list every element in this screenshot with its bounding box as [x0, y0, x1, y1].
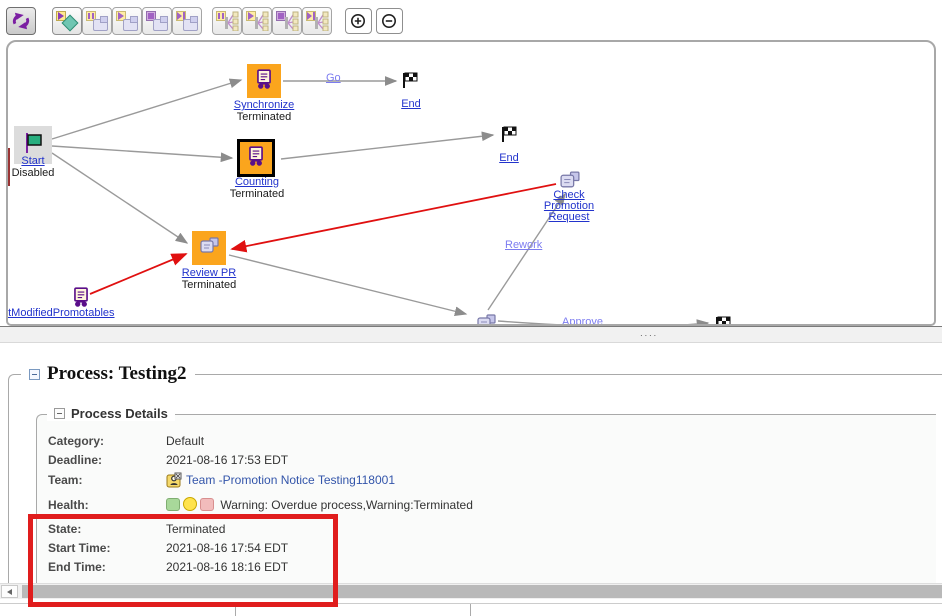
start-flag-icon	[21, 131, 45, 160]
node-start-status: Disabled	[11, 167, 55, 179]
robot-icon	[253, 68, 275, 95]
panel-splitter[interactable]: ∙∙∙∙	[0, 326, 942, 343]
health-green-icon	[166, 498, 180, 511]
node-counting-label[interactable]: Counting	[234, 176, 280, 188]
process-section: Process: Testing2	[8, 363, 942, 597]
node-synchronize-label[interactable]: Synchronize	[233, 99, 295, 111]
edge-go-label[interactable]: Go	[326, 72, 341, 84]
end-flag-icon	[401, 72, 419, 94]
team-link[interactable]: Team -Promotion Notice Testing118001	[186, 473, 396, 487]
skip-tree-icon	[306, 11, 316, 21]
resume-activity-button[interactable]	[112, 7, 142, 35]
stop-tree-icon	[276, 11, 286, 21]
detail-row-category: Category:Default	[48, 434, 205, 448]
node-end2-label[interactable]: End	[499, 152, 519, 164]
pause-tree-icon	[216, 11, 226, 21]
play-tree-icon	[246, 11, 256, 21]
skip-task-icon	[176, 11, 186, 21]
terminate-subprocess-button[interactable]	[272, 7, 302, 35]
resume-process-button[interactable]	[52, 7, 82, 35]
task-hand-icon	[559, 170, 581, 195]
detail-row-start-time: Start Time:2021-08-16 17:54 EDT	[48, 541, 289, 555]
node-check-promotion-request-label[interactable]: Check Promotion Request	[543, 189, 595, 223]
node-counting-status: Terminated	[229, 188, 285, 200]
node-synchronize[interactable]	[247, 64, 281, 98]
column-divider	[470, 604, 471, 616]
stop-task-icon	[146, 11, 156, 21]
scrollbar-thumb[interactable]	[22, 585, 942, 598]
splitter-handle[interactable]: ∙∙∙∙	[640, 330, 659, 340]
bottom-panel-edge	[0, 603, 942, 604]
node-start[interactable]	[14, 126, 52, 164]
skip-subprocess-button[interactable]	[302, 7, 332, 35]
play-task-icon	[116, 11, 126, 21]
toolbar	[0, 0, 942, 40]
suspend-subprocess-button[interactable]	[212, 7, 242, 35]
detail-row-team: Team: Team -Promotion Notice Testing1180…	[48, 472, 395, 491]
node-synchronize-status: Terminated	[236, 111, 292, 123]
health-yellow-icon	[183, 497, 197, 511]
scroll-left-arrow[interactable]	[1, 585, 18, 598]
horizontal-scrollbar[interactable]	[0, 583, 942, 599]
end-flag-icon	[714, 316, 732, 324]
health-text: Warning: Overdue process,Warning:Termina…	[220, 498, 473, 512]
collapse-details-toggle[interactable]	[54, 408, 65, 419]
task-hand-icon	[476, 313, 497, 324]
detail-row-state: State:Terminated	[48, 522, 226, 536]
detail-row-deadline: Deadline:2021-08-16 17:53 EDT	[48, 453, 289, 467]
left-edge-mark	[8, 148, 10, 186]
robot-icon	[70, 286, 92, 313]
terminate-activity-button[interactable]	[142, 7, 172, 35]
process-section-title: Process: Testing2	[47, 363, 187, 384]
node-review-pr-status: Terminated	[181, 279, 237, 291]
task-hand-icon	[199, 236, 220, 260]
node-counting[interactable]	[237, 139, 275, 177]
column-divider	[235, 604, 236, 616]
edge-approve-label[interactable]: Approve	[562, 316, 603, 326]
collapse-process-toggle[interactable]	[29, 368, 40, 380]
node-get-modified-promotables-label[interactable]: etModifiedPromotables	[6, 307, 115, 319]
zoom-in-button[interactable]	[345, 8, 372, 34]
workflow-arrows	[51, 76, 710, 324]
detail-row-end-time: End Time:2021-08-16 18:16 EDT	[48, 560, 289, 574]
health-pink-icon	[200, 498, 214, 511]
refresh-button[interactable]	[6, 7, 36, 35]
detail-row-health: Health: Warning: Overdue process,Warning…	[48, 497, 473, 512]
workflow-diagram-panel: Start Disabled Synchronize Terminated En…	[6, 40, 936, 326]
skip-activity-button[interactable]	[172, 7, 202, 35]
pause-task-icon	[86, 11, 96, 21]
robot-icon	[245, 145, 267, 172]
node-start-label[interactable]: Start	[21, 155, 45, 167]
node-review-pr[interactable]	[192, 231, 226, 265]
zoom-out-button[interactable]	[376, 8, 403, 34]
node-review-pr-label[interactable]: Review PR	[181, 267, 237, 279]
process-details-title: Process Details	[71, 406, 168, 421]
team-icon	[166, 472, 182, 491]
node-end1-label[interactable]: End	[401, 98, 421, 110]
edge-rework-label[interactable]: Rework	[505, 239, 543, 251]
resume-subprocess-button[interactable]	[242, 7, 272, 35]
end-flag-icon	[500, 126, 518, 148]
play-diamond-icon	[56, 11, 66, 21]
suspend-activity-button[interactable]	[82, 7, 112, 35]
